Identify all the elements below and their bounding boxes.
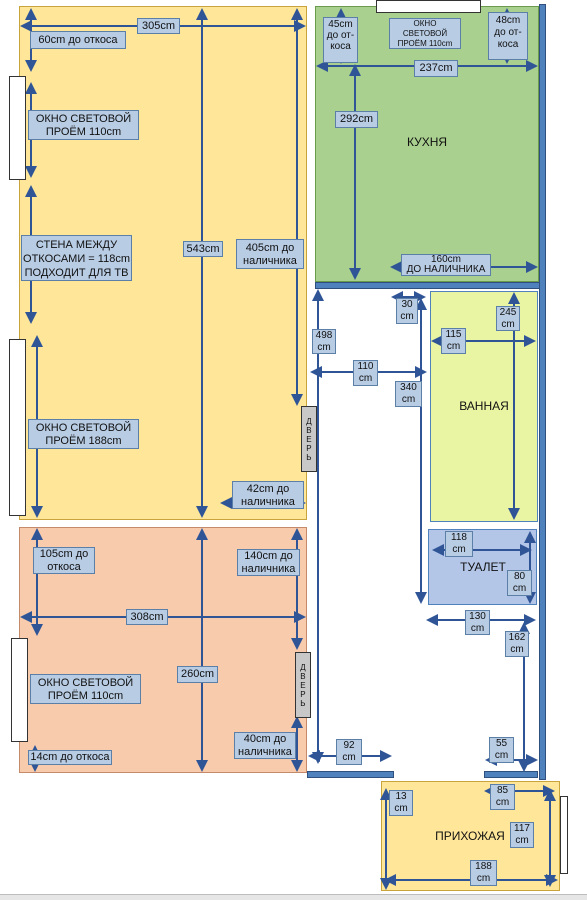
dim-hallway-13: 13 cm: [389, 790, 413, 816]
dim-entry-55: 55 cm: [489, 737, 514, 763]
window-yellow-bottom: [9, 339, 26, 516]
dim-kitchen-right: 48cm до от- коса: [488, 12, 528, 60]
right-wall: [539, 4, 546, 780]
dim-pink-to-trim-bottom: 40cm до наличника: [234, 732, 296, 759]
label-window-pink: ОКНО СВЕТОВОЙ ПРОЁМ 110cm: [30, 674, 141, 704]
dim-corridor-498: 498 cm: [312, 329, 336, 354]
dim-bathroom-115: 115 cm: [441, 328, 466, 354]
label-window-kitchen: ОКНО СВЕТОВОЙ ПРОЁМ 110cm: [389, 18, 461, 49]
dim-corridor-30: 30 cm: [396, 298, 418, 324]
corridor-bottom-wall-right: [484, 771, 538, 778]
dim-yellow-to-slope: 60cm до откоса: [30, 31, 126, 49]
dim-entry-162: 162 cm: [505, 631, 529, 657]
hallway-room-name: ПРИХОЖАЯ: [435, 829, 505, 843]
window-kitchen: [376, 0, 481, 13]
window-hallway: [560, 796, 568, 874]
dim-kitchen-to-trim: 160cm ДО НАЛИЧНИКА: [401, 254, 491, 276]
kitchen-room-name: КУХНЯ: [406, 135, 448, 149]
dim-corridor-92: 92 cm: [336, 739, 362, 765]
dim-hallway-117: 117 cm: [510, 822, 534, 848]
dim-bathroom-245: 245 cm: [496, 306, 520, 331]
label-window-yellow-bottom: ОКНО СВЕТОВОЙ ПРОЁМ 188cm: [28, 419, 139, 449]
door-yellow-room[interactable]: Д В Е Р Ь: [301, 406, 317, 472]
window-yellow-top: [9, 76, 26, 180]
dim-pink-to-slope-bottom: 14cm до откоса: [28, 750, 112, 765]
bottom-scrollbar[interactable]: [0, 894, 587, 900]
dim-kitchen-width: 237cm: [414, 60, 458, 77]
dim-corridor-340: 340 cm: [395, 381, 422, 407]
dim-toilet-118: 118 cm: [445, 531, 473, 557]
dim-toilet-80: 80 cm: [507, 570, 532, 596]
dim-entry-130: 130 cm: [465, 610, 490, 635]
dim-yellow-to-trim: 405cm до наличника: [236, 239, 304, 269]
kitchen-bottom-wall: [315, 282, 540, 289]
bathroom-room-name: ВАННАЯ: [459, 399, 509, 413]
dim-yellow-to-trim-small: 42cm до наличника: [232, 481, 304, 509]
label-wall-between-slopes: СТЕНА МЕЖДУ ОТКОСАМИ = 118cm ПОДХОДИТ ДЛ…: [21, 235, 132, 281]
dim-pink-length: 260cm: [177, 666, 218, 683]
toilet-room-name: ТУАЛЕТ: [460, 560, 506, 574]
label-window-yellow-top: ОКНО СВЕТОВОЙ ПРОЁМ 110cm: [28, 110, 139, 140]
corridor-bottom-wall-left: [307, 771, 394, 778]
dim-kitchen-length: 292cm: [335, 111, 378, 128]
dim-pink-to-slope-top: 105cm до откоса: [33, 547, 95, 574]
dim-hallway-85: 85 cm: [490, 784, 515, 810]
dim-pink-to-trim-top: 140cm до наличника: [237, 549, 300, 576]
dim-corridor-110: 110 cm: [353, 360, 378, 386]
dim-pink-width: 308cm: [126, 609, 168, 625]
dim-kitchen-left: 45cm до от- коса: [323, 17, 358, 63]
door-pink-room[interactable]: Д В Е Р Ь: [295, 652, 311, 718]
dim-hallway-188: 188 cm: [470, 860, 497, 886]
window-pink: [11, 638, 28, 742]
dim-yellow-length: 543cm: [183, 241, 223, 257]
dim-yellow-width: 305cm: [137, 18, 180, 34]
